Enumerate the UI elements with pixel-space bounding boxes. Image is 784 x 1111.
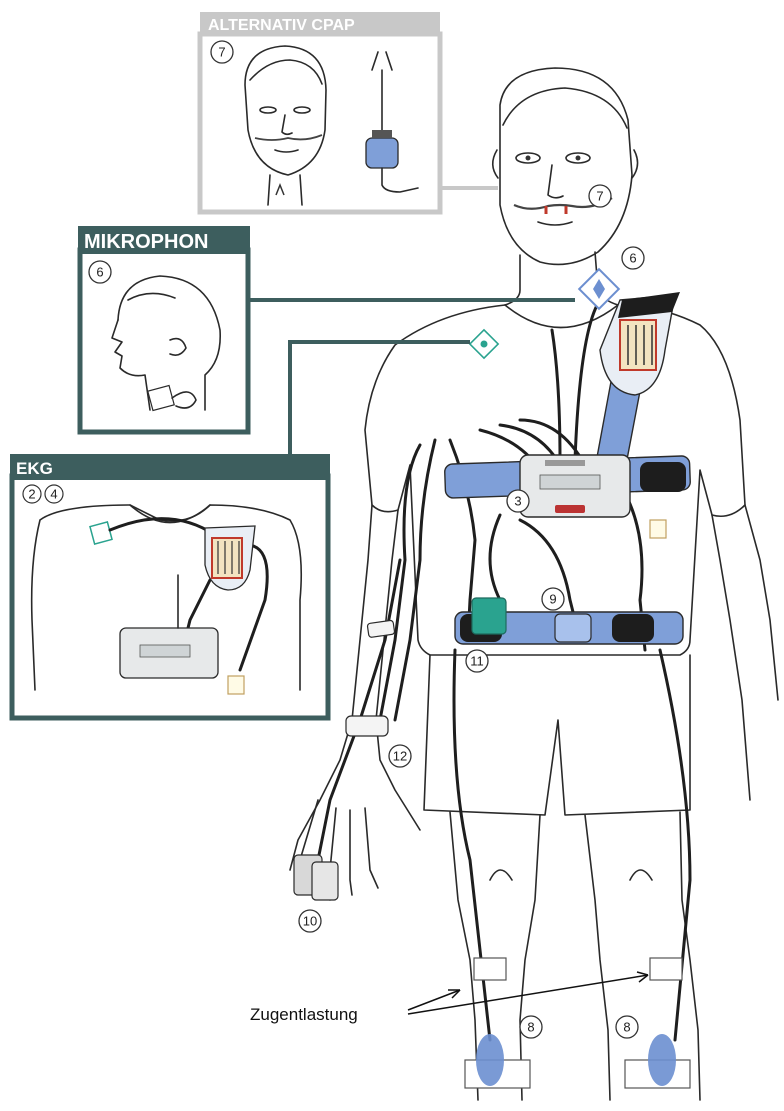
ekg-panel-number-first: 2 bbox=[28, 487, 35, 502]
callout-leg-left-number: 8 bbox=[527, 1020, 534, 1035]
ekg-panel-title: EKG bbox=[16, 459, 53, 478]
ekg-panel-number-second: 4 bbox=[50, 487, 57, 502]
callout-recorder-number: 3 bbox=[514, 494, 521, 509]
microphone-panel-number: 6 bbox=[96, 265, 103, 280]
callout-finger-number: 10 bbox=[303, 914, 317, 929]
microphone-panel: MIKROPHON 6 bbox=[78, 226, 575, 432]
callout-mic-number: 6 bbox=[629, 251, 636, 266]
callout-nasal-number: 7 bbox=[596, 189, 603, 204]
callout-wrist-number: 12 bbox=[393, 749, 407, 764]
callout-belt-number: 11 bbox=[470, 654, 484, 669]
cpap-panel-number: 7 bbox=[218, 45, 225, 60]
strain-relief-caption: Zugentlastung bbox=[250, 1005, 358, 1024]
recorder-device bbox=[520, 455, 630, 517]
callout-buckle-number: 9 bbox=[549, 592, 556, 607]
cpap-panel-title: ALTERNATIV CPAP bbox=[208, 17, 355, 34]
pulse-oximeter-icon bbox=[294, 855, 338, 900]
microphone-panel-title: MIKROPHON bbox=[84, 231, 208, 253]
cpap-panel: ALTERNATIV CPAP 7 bbox=[200, 12, 498, 212]
ecg-electrode-icon bbox=[470, 330, 498, 358]
leg-sensor-icon bbox=[465, 958, 690, 1088]
callout-leg-right-number: 8 bbox=[623, 1020, 630, 1035]
